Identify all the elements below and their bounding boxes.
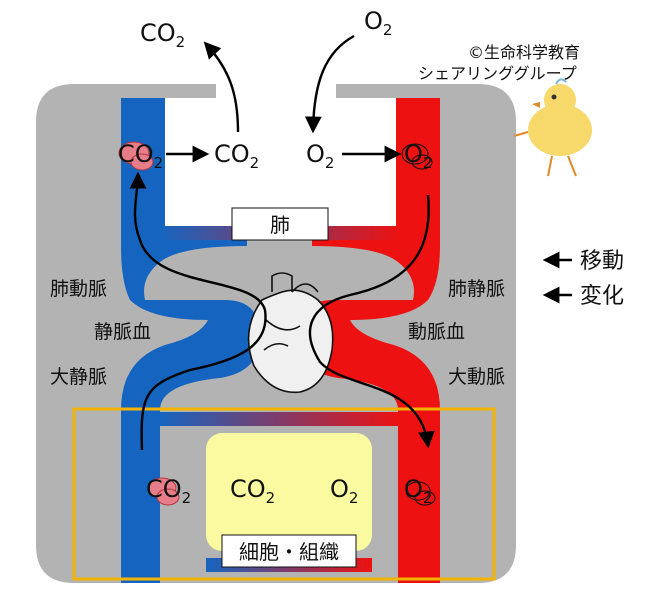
lung-label-box [231,207,329,241]
lung-co2-left: CO2 [118,140,163,172]
co2-exhale-arrow [203,41,240,133]
lung-area [165,98,396,228]
co2-out-label: CO2 [140,19,185,51]
lung-o2-left: O2 [306,140,334,172]
tissue-highlight-frame [72,407,496,581]
tissue-co2-center: CO2 [230,475,275,507]
chick-icon [513,78,592,177]
pulmonary-vein-label: 肺静脈 [448,278,505,300]
lung-co2-right: CO2 [214,140,259,172]
aorta-label: 大動脈 [448,366,505,388]
rbc-tissue [147,477,180,506]
legend-move-label: 移動 [580,249,624,274]
flow-arrow-arterial [308,194,435,449]
tissue-band [160,412,400,426]
lung-o2-right: O2 [404,140,432,172]
rbc-tissue-red [405,481,436,506]
rbc-lung-red [401,143,433,170]
credit-line-1: ©生命科学教育 [468,43,580,62]
tissue-co2-left: CO2 [146,475,191,507]
credit-line-2: シェアリンググループ [418,64,577,83]
o2-inhale-arrow [304,34,355,134]
legend-change-label: 変化 [580,284,624,309]
arterial-blood-label: 動脈血 [408,321,465,343]
rbc-lung [118,141,154,171]
pulmonary-artery-label: 肺動脈 [50,278,107,300]
tissue-label-box [221,534,357,568]
tissue-label: 細胞・組織 [239,540,339,564]
o2-in-label: O2 [364,7,392,39]
tissue-block [206,433,372,551]
lung-label: 肺 [270,213,290,237]
flow-arrow-venous [129,171,267,451]
tissue-o2-center: O2 [330,475,358,507]
venous-blood-label: 静脈血 [94,321,151,343]
heart-icon [247,272,334,394]
tissue-o2-right: O2 [404,475,432,507]
vena-cava-label: 大静脈 [50,366,107,388]
